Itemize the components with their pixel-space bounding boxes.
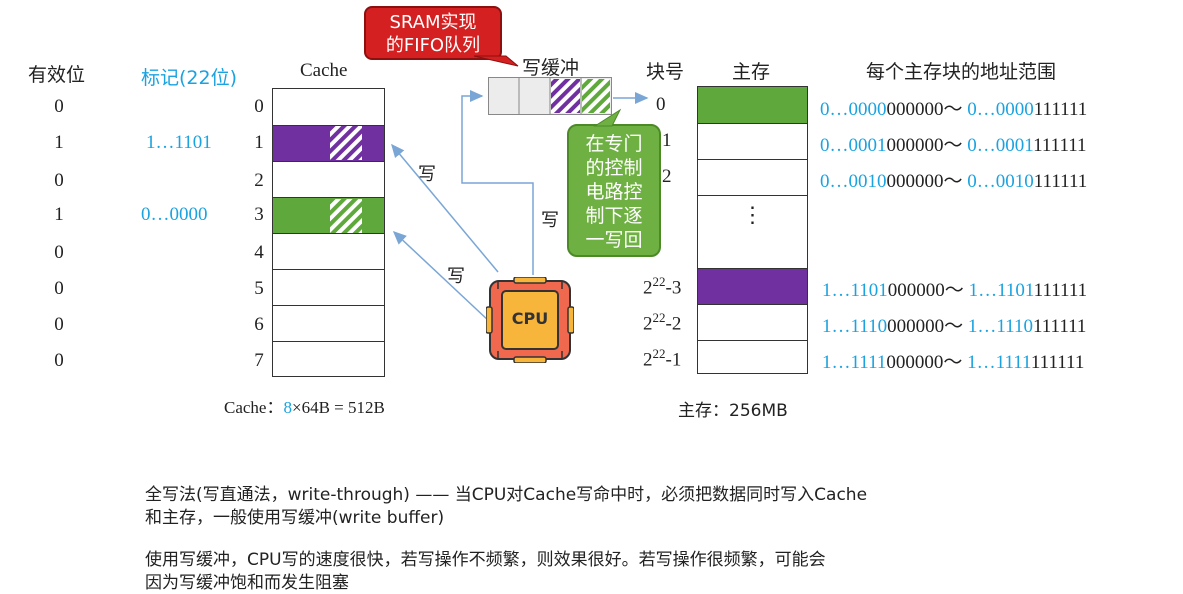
valid-bit-0: 0 (54, 96, 64, 117)
address-range-2-22-minus-1: 1…1111000000～ 1…1111111111 (822, 352, 1085, 373)
memory-size-caption: 主存：256MB (678, 401, 788, 421)
address-range-2-22-minus-2: 1…1110000000～ 1…1110111111 (822, 316, 1087, 337)
valid-bit-4: 0 (54, 242, 64, 263)
write-label-2: 写 (447, 266, 465, 287)
write-buffer-note-line-1: 使用写缓冲，CPU写的速度很快，若写操作不频繁，则效果很好。若写操作很频繁，可能… (145, 550, 826, 570)
write-arrow-buffer (461, 90, 534, 275)
cache-line-3-dirty-block (330, 199, 362, 233)
address-range-1: 0…0001000000～ 0…0001111111 (820, 135, 1087, 156)
valid-bit-header: 有效位 (28, 64, 86, 86)
block-number-2-22-minus-1: 222-1 (643, 346, 682, 371)
block-number-2-22-minus-3: 222-3 (643, 274, 682, 299)
tag-row-3: 0…0000 (141, 204, 208, 225)
block-number-2: 2 (662, 166, 672, 187)
valid-bit-5: 0 (54, 278, 64, 299)
write-label-3: 写 (541, 210, 559, 231)
cpu-chip-icon: CPU (486, 277, 574, 363)
write-through-definition-line-2: 和主存，一般使用写缓冲(write buffer) (145, 508, 445, 528)
write-through-definition-line-1: 全写法(写直通法，write-through) —— 当CPU对Cache写命中… (145, 485, 868, 505)
valid-bit-3: 1 (54, 204, 64, 225)
cache-row-number-6: 6 (254, 314, 264, 335)
tag-header: 标记(22位) (141, 67, 238, 89)
main-memory-header: 主存 (732, 61, 771, 83)
memory-block-0-green (698, 87, 807, 123)
block-number-0: 0 (656, 94, 666, 115)
write-buffer (488, 77, 612, 115)
valid-bit-2: 0 (54, 170, 64, 191)
cache-row-number-7: 7 (254, 350, 264, 371)
block-number-header: 块号 (646, 61, 685, 83)
cpu-label: CPU (511, 309, 549, 328)
green-callout-pointer (593, 108, 622, 127)
cache-row-number-0: 0 (254, 96, 264, 117)
write-back-control-callout: 在专门 的控制 电路控 制下逐 一写回 (567, 124, 661, 257)
tag-row-1: 1…1101 (146, 132, 212, 153)
cache-header: Cache (300, 60, 348, 81)
address-range-2: 0…0010000000～ 0…0010111111 (820, 171, 1088, 192)
valid-bit-7: 0 (54, 350, 64, 371)
valid-bit-6: 0 (54, 314, 64, 335)
valid-bit-1: 1 (54, 132, 64, 153)
write-buffer-note-line-2: 因为写缓冲饱和而发生阻塞 (145, 573, 349, 593)
address-range-header: 每个主存块的地址范围 (866, 61, 1057, 83)
block-number-2-22-minus-2: 222-2 (643, 310, 682, 335)
cache-row-number-1: 1 (254, 132, 264, 153)
address-range-0: 0…0000000000～ 0…0000111111 (820, 99, 1088, 120)
cache-line-1-dirty-block (330, 126, 362, 160)
cache-row-number-2: 2 (254, 170, 264, 191)
cache-line-1-purple (273, 125, 384, 161)
cache-row-number-4: 4 (254, 242, 264, 263)
write-arrow-cache-1 (391, 143, 499, 273)
red-callout-pointer (473, 55, 519, 67)
cache-table (272, 88, 385, 377)
write-buffer-header: 写缓冲 (522, 57, 580, 79)
fifo-queue-callout: SRAM实现 的FIFO队列 (364, 6, 502, 60)
address-range-2-22-minus-3: 1…1101000000～ 1…1101111111 (822, 280, 1088, 301)
cache-line-3-green (273, 198, 384, 234)
write-label-1: 写 (418, 164, 436, 185)
cache-row-number-5: 5 (254, 278, 264, 299)
block-number-1: 1 (662, 130, 672, 151)
memory-ellipsis: ⋮ (741, 202, 764, 227)
write-arrow-cache-3 (392, 230, 491, 323)
memory-block-2-22-minus-3-purple (698, 268, 807, 304)
main-memory-table: ⋮ (697, 86, 808, 374)
cache-row-number-3: 3 (254, 204, 264, 225)
cache-size-caption: Cache：8×64B = 512B (224, 398, 385, 417)
